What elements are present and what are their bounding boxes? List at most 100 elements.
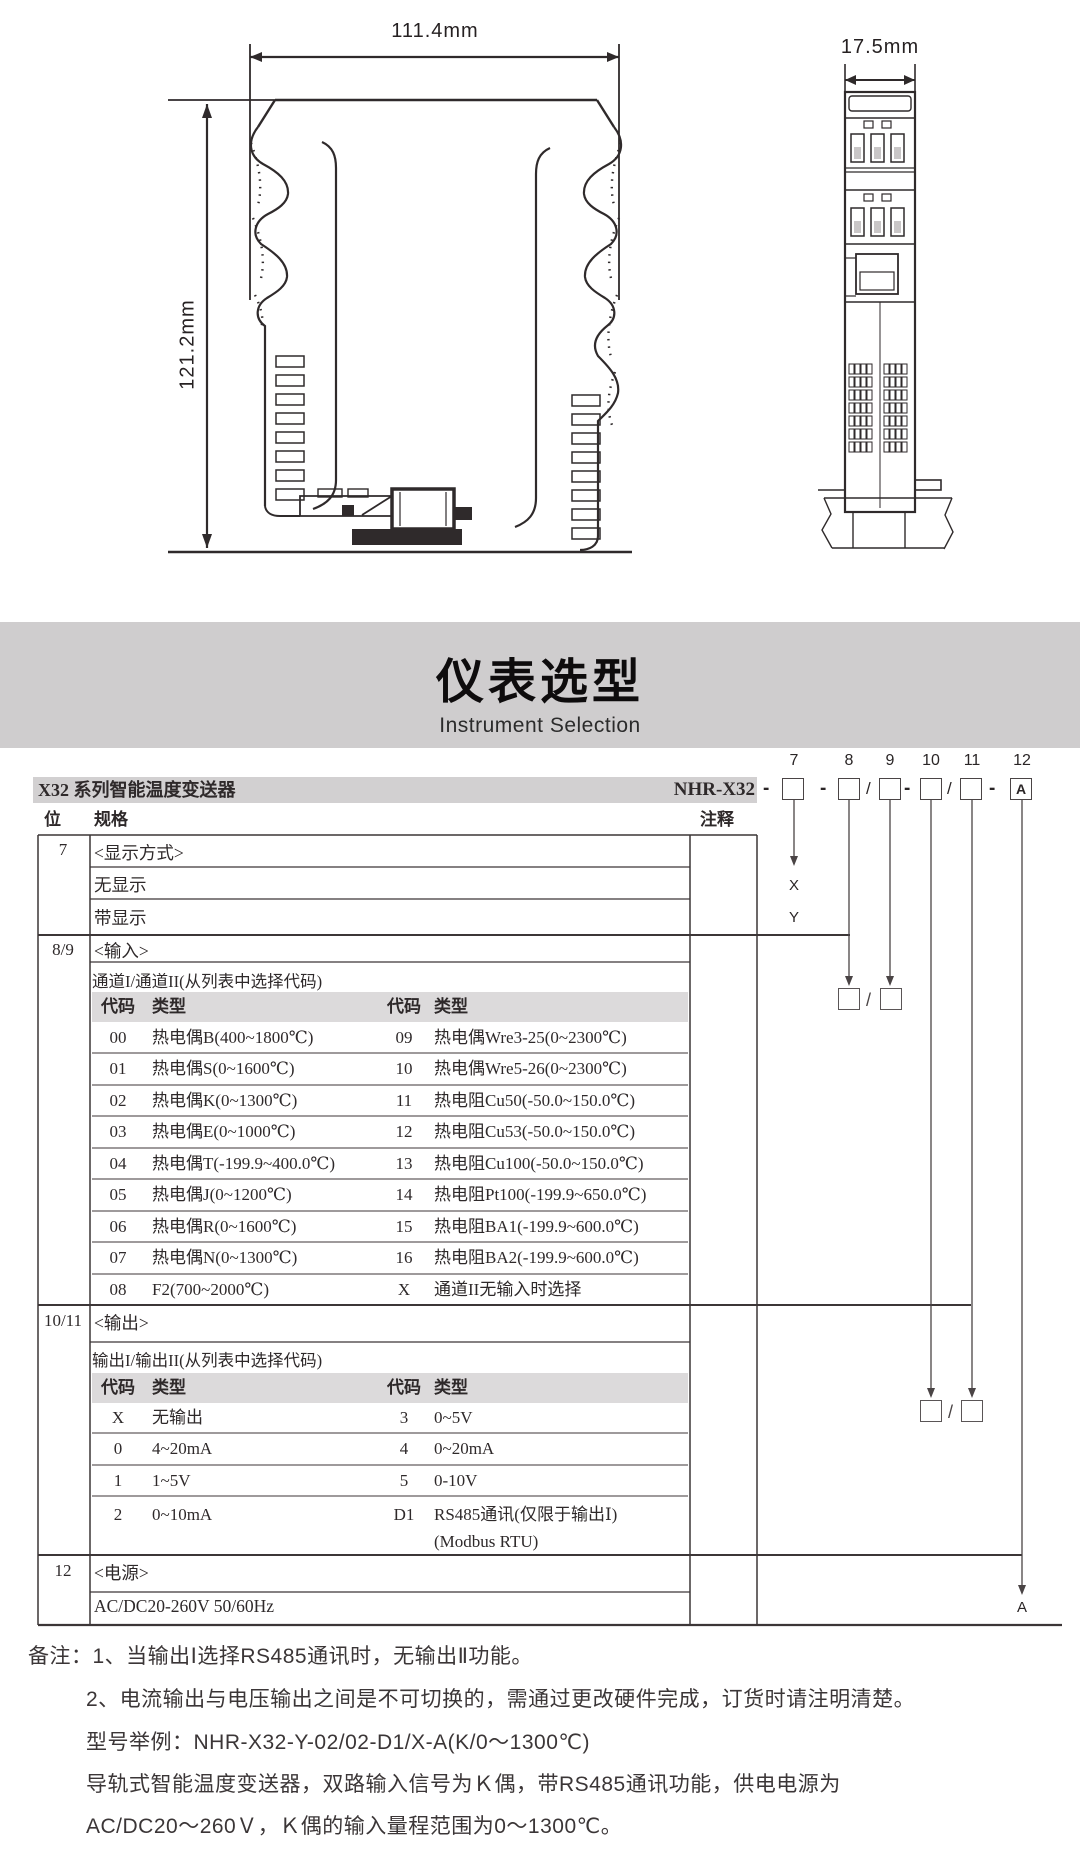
input-row: 01 热电偶S(0~1600℃) 10 热电偶Wre5-26(0~2300℃) [0, 1053, 770, 1084]
input-code-1: 00 [109, 1028, 127, 1047]
input-slash: / [866, 990, 872, 1010]
group7-row-with-display: 带显示 [94, 908, 147, 928]
output-code-1: 0 [113, 1439, 123, 1458]
input-code-2: 12 [395, 1122, 413, 1141]
input-type-2: 热电阻BA2(-199.9~600.0℃) [434, 1248, 639, 1267]
output-type-header-2: 类型 [434, 1378, 468, 1397]
group1011-title: <输出> [94, 1313, 149, 1333]
input-code-1: 08 [109, 1280, 127, 1299]
output-code-1: X [111, 1408, 125, 1427]
input-type-2: 热电阻Pt100(-199.9~650.0℃) [434, 1185, 647, 1204]
banner-title: 仪表选型 [435, 656, 644, 709]
group12-value: AC/DC20-260V 50/60Hz [94, 1596, 275, 1616]
output-type-2: 0~20mA [434, 1439, 495, 1458]
input-type-2: 热电阻Cu100(-50.0~150.0℃) [434, 1154, 644, 1173]
output-slash: / [948, 1402, 954, 1422]
output-code-2: 4 [399, 1439, 409, 1458]
output-code-2: 5 [399, 1471, 409, 1490]
input-type-1: 热电偶N(0~1300℃) [152, 1248, 298, 1267]
digit-7: 7 [789, 752, 799, 769]
model-sep-3: / [866, 779, 871, 798]
input-table-header: 代码 类型 代码 类型 [0, 992, 770, 1022]
input-code-2: 16 [395, 1248, 413, 1267]
output-row: 1 1~5V 5 0-10V [0, 1465, 770, 1496]
group12-title: <电源> [94, 1563, 149, 1583]
input-code-2: 10 [395, 1059, 413, 1078]
input-type-header-1: 类型 [152, 997, 186, 1016]
model-box-12: A [1010, 778, 1032, 800]
output-code-1: 1 [113, 1471, 123, 1490]
section-banner: 仪表选型 Instrument Selection [0, 622, 1080, 748]
group89-pos: 8/9 [52, 940, 74, 959]
output-code-2: 3 [399, 1408, 409, 1427]
model-sep-5: / [947, 779, 952, 798]
model-sep-6: - [989, 778, 996, 799]
side-width-label: 17.5mm [840, 36, 920, 58]
input-row: 03 热电偶E(0~1000℃) 12 热电阻Cu53(-50.0~150.0℃… [0, 1116, 770, 1147]
group7-pos: 7 [58, 840, 68, 859]
input-code-2: 11 [395, 1091, 413, 1110]
output-row-extra: (Modbus RTU) [0, 1526, 770, 1557]
group12-pos: 12 [54, 1561, 72, 1580]
col-header-spec: 规格 [94, 810, 128, 829]
input-type-header-2: 类型 [434, 997, 468, 1016]
model-sep-1: - [763, 778, 770, 799]
input-row: 02 热电偶K(0~1300℃) 11 热电阻Cu50(-50.0~150.0℃… [0, 1085, 770, 1116]
input-row: 04 热电偶T(-199.9~400.0℃) 13 热电阻Cu100(-50.0… [0, 1148, 770, 1179]
side-view [818, 64, 954, 550]
group89-title: <输入> [94, 941, 149, 961]
series-title: X32 系列智能温度变送器 [38, 780, 236, 800]
input-code-1: 01 [109, 1059, 127, 1078]
input-code-2: 09 [395, 1028, 413, 1047]
output-type-2: 0-10V [434, 1471, 478, 1490]
note-line-1: 备注：1、当输出Ⅰ选择RS485通讯时，无输出Ⅱ功能。 [28, 1645, 533, 1668]
output-row: X 无输出 3 0~5V [0, 1403, 770, 1433]
input-code-2: 14 [395, 1185, 413, 1204]
col-header-pos: 位 [44, 810, 61, 829]
model-box-7 [782, 778, 804, 800]
input-header-band [92, 992, 688, 1022]
output-code-header-2: 代码 [387, 1378, 421, 1397]
input-code-1: 06 [109, 1217, 127, 1236]
series-title-bar: X32 系列智能温度变送器 NHR-X32 [33, 777, 757, 803]
input-type-1: 热电偶T(-199.9~400.0℃) [152, 1154, 336, 1173]
note-line-5: AC/DC20～260Ｖ，Ｋ偶的输入量程范围为0～1300℃。 [86, 1815, 623, 1838]
note-line-4: 导轨式智能温度变送器，双路输入信号为Ｋ偶，带RS485通讯功能，供电电源为 [86, 1773, 841, 1796]
banner-subtitle: Instrument Selection [439, 714, 641, 737]
output-type-1: 4~20mA [152, 1439, 213, 1458]
group89-subtitle: 通道I/通道II(从列表中选择代码) [92, 972, 323, 991]
model-box-10 [920, 778, 942, 800]
input-type-1: 热电偶J(0~1200℃) [152, 1185, 292, 1204]
output-code-2: D1 [393, 1505, 415, 1524]
input-code-box-2 [880, 988, 902, 1010]
output-header-band [92, 1373, 688, 1403]
input-type-1: 热电偶S(0~1600℃) [152, 1059, 295, 1078]
input-type-2: 热电偶Wre3-25(0~2300℃) [434, 1028, 627, 1047]
digit-12: 12 [1013, 752, 1031, 769]
output-row: 2 0~10mA D1 RS485通讯(仅限于输出Ⅰ) [0, 1499, 770, 1530]
input-code-2: 15 [395, 1217, 413, 1236]
digit-9: 9 [885, 752, 895, 769]
front-width-label: 111.4mm [391, 20, 479, 42]
input-code-2: 13 [395, 1154, 413, 1173]
display-option-y: Y [788, 909, 799, 926]
input-type-1: 热电偶E(0~1000℃) [152, 1122, 296, 1141]
group7-title: <显示方式> [94, 843, 184, 863]
input-row: 07 热电偶N(0~1300℃) 16 热电阻BA2(-199.9~600.0℃… [0, 1242, 770, 1273]
input-code-header-2: 代码 [387, 997, 421, 1016]
output-type-1: 1~5V [152, 1471, 191, 1490]
input-code-2: X [397, 1280, 411, 1299]
input-row: 05 热电偶J(0~1200℃) 14 热电阻Pt100(-199.9~650.… [0, 1179, 770, 1210]
model-box-8 [838, 778, 860, 800]
input-type-2: 热电偶Wre5-26(0~2300℃) [434, 1059, 627, 1078]
front-view [168, 44, 632, 554]
dimension-drawing [168, 44, 954, 554]
display-option-x: X [788, 877, 799, 894]
code-connectors [793, 800, 1023, 1587]
output-type-header-1: 类型 [152, 1378, 186, 1397]
output-code-box-1 [920, 1400, 942, 1422]
model-box-11 [960, 778, 982, 800]
group7-row-no-display: 无显示 [94, 875, 147, 895]
output-type-1: 无输出 [152, 1408, 203, 1427]
